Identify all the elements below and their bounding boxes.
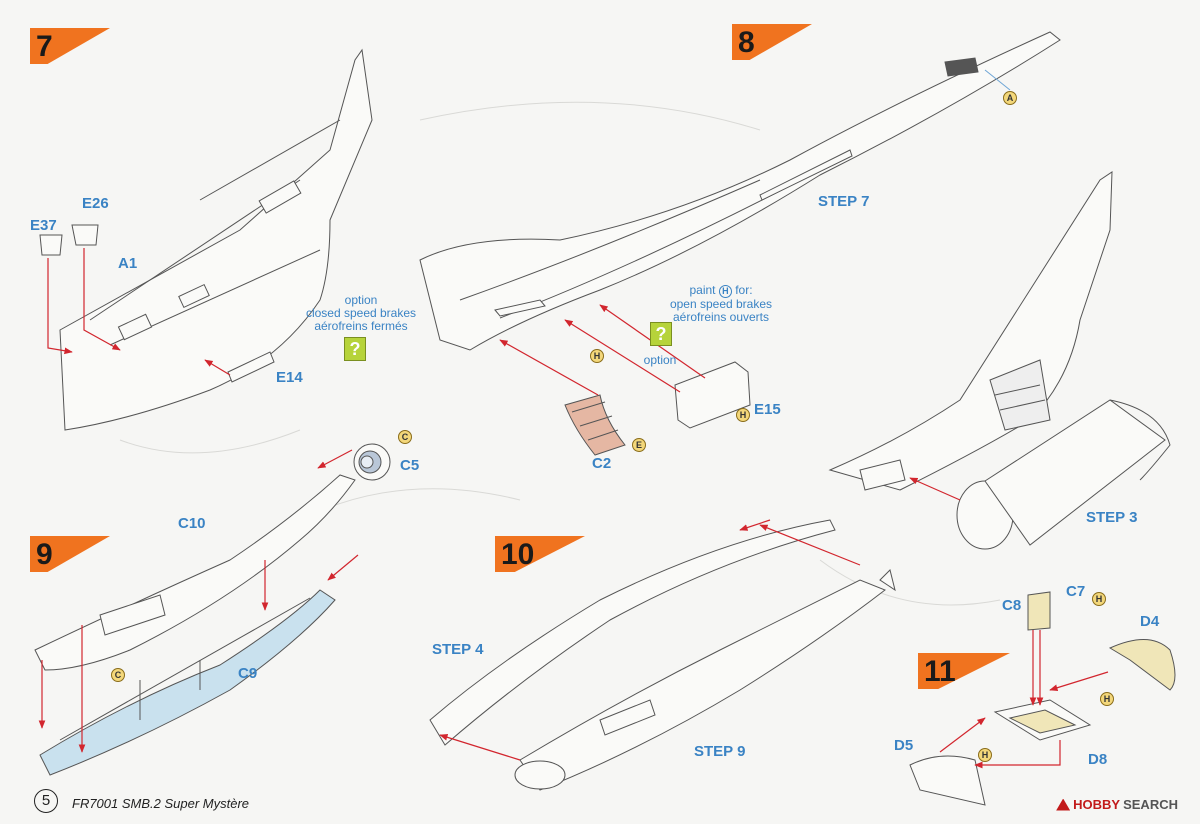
option-open-question-icon: ? — [650, 322, 672, 346]
part-label-e15: E15 — [754, 401, 781, 418]
step-7-marker: 7 — [30, 28, 110, 64]
step-8-number: 8 — [738, 26, 755, 59]
option-closed-line-3: aérofreins fermés — [314, 319, 408, 333]
step-7-number: 7 — [36, 30, 53, 63]
paint-tag-h-c7: H — [1092, 592, 1106, 606]
step-9-marker: 9 — [30, 536, 110, 572]
paint-word: paint — [689, 283, 716, 297]
step-9-number: 9 — [36, 538, 53, 571]
product-title: FR7001 SMB.2 Super Mystère — [72, 796, 250, 811]
step9-arrows — [38, 449, 359, 753]
step-11-marker: 11 — [918, 653, 1010, 689]
step9-parts — [34, 474, 356, 776]
part-label-d4: D4 — [1140, 613, 1160, 630]
option-open-label: option — [643, 353, 677, 367]
part-label-e14: E14 — [276, 369, 303, 386]
paint-open-line-1: paint H for: — [646, 284, 796, 298]
step8-right-arrows — [909, 477, 961, 501]
step10-arrows — [439, 519, 861, 761]
part-label-e26: E26 — [82, 195, 109, 212]
step-10-marker: 10 — [495, 536, 585, 572]
step11-parts — [909, 591, 1176, 806]
part-label-c8: C8 — [1002, 597, 1022, 614]
part-label-c10: C10 — [178, 515, 206, 532]
part-label-e37: E37 — [30, 217, 57, 234]
step-ref-step3: STEP 3 — [1086, 509, 1138, 526]
step10-fuselage — [429, 519, 896, 791]
paint-tag-h-d5: H — [978, 748, 992, 762]
step-10-number: 10 — [501, 538, 535, 571]
step-ref-step4: STEP 4 — [432, 641, 484, 658]
watermark-first: HOBBY — [1073, 797, 1121, 812]
option-closed-connector — [984, 69, 1011, 91]
option-closed-line-1: option — [344, 293, 378, 307]
step7-fuselage — [39, 48, 373, 431]
step-8-marker: 8 — [732, 24, 812, 60]
option-closed-question-icon: ? — [344, 337, 366, 361]
paint-tag-c-c9: C — [111, 668, 125, 682]
step-ref-step9: STEP 9 — [694, 743, 746, 760]
part-label-d5: D5 — [894, 737, 914, 754]
part-e15 — [674, 361, 751, 429]
step-ref-step7: STEP 7 — [818, 193, 870, 210]
paint-tag-a: A — [1003, 91, 1017, 105]
part-label-d8: D8 — [1088, 751, 1108, 768]
watermark-icon — [1056, 798, 1071, 811]
paint-open-line-2: open speed brakes — [669, 297, 773, 311]
part-c5 — [353, 443, 391, 481]
step8-rear-assembly — [828, 171, 1171, 550]
page-number: 5 — [34, 789, 58, 813]
part-label-a1: A1 — [118, 255, 138, 272]
part-label-c5: C5 — [400, 457, 420, 474]
paint-tag-h-d4: H — [1100, 692, 1114, 706]
step7-arrows — [47, 248, 231, 376]
paint-tag-e: E — [632, 438, 646, 452]
option-closed-note: option closed speed brakes aérofreins fe… — [296, 294, 426, 333]
part-label-c9: C9 — [238, 665, 258, 682]
paint-for-word: for: — [735, 283, 753, 297]
paint-tag-c-c5: C — [398, 430, 412, 444]
watermark-logo: HOBBY SEARCH — [1056, 797, 1178, 812]
speed-brake-c2 — [564, 394, 626, 456]
step8-fuselage — [419, 31, 1061, 351]
part-label-c7: C7 — [1066, 583, 1086, 600]
paint-tag-h-brake: H — [590, 349, 604, 363]
watermark-second: SEARCH — [1123, 797, 1178, 812]
paint-open-line-3: aérofreins ouverts — [672, 310, 770, 324]
paint-open-note: paint H for: open speed brakes aérofrein… — [646, 284, 796, 324]
part-label-c2: C2 — [592, 455, 612, 472]
option-closed-line-2: closed speed brakes — [305, 306, 417, 320]
step-11-number: 11 — [924, 655, 956, 688]
paint-tag-h-e15: H — [736, 408, 750, 422]
step11-arrows — [939, 630, 1109, 769]
